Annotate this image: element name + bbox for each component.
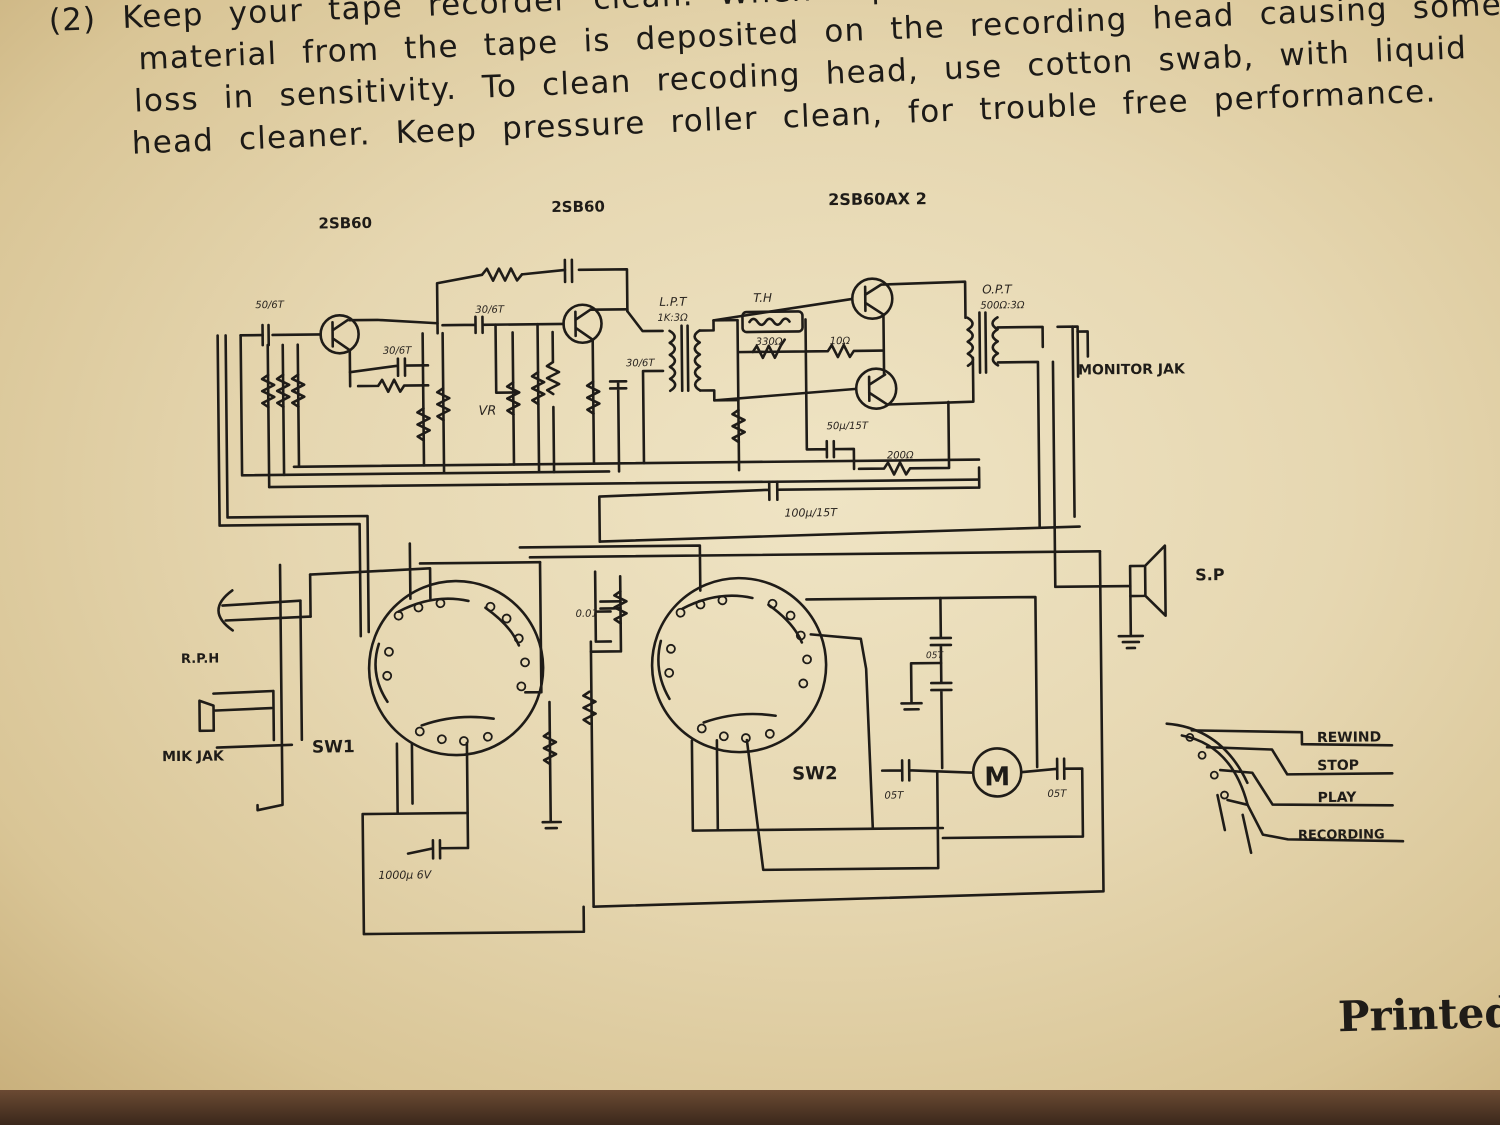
cap-label-5: 50μ/15T [827,421,869,432]
cap-label-1: 50/6T [255,300,285,311]
mode-recording: RECORDING [1298,827,1385,843]
supply-bus [267,478,981,489]
feedback-resistor [480,267,524,282]
monitor-jack-label: MONITOR JAK [1078,361,1186,378]
ground-symbol-sp [1117,594,1145,650]
mode-play: PLAY [1317,790,1357,806]
lpt-label: L.P.T [659,295,688,309]
cap-label-10: 05T [1047,789,1067,800]
cap-label-8: 05T [926,651,945,661]
switch-sw1 [367,579,545,757]
r200-label: 200Ω [887,450,914,461]
vr-label: VR [478,404,496,419]
speaker-icon [1128,544,1167,617]
mode-stop: STOP [1317,758,1359,774]
sw2-label: SW2 [792,763,838,784]
feedback-capacitor [563,258,574,284]
cap-label-2: 30/6T [383,346,413,357]
transistor-label-1: 2SB60 [318,214,372,233]
circuit-schematic: 2SB60 2SB60 2SB60AX 2 50/6T [162,189,1405,936]
lpt-value: 1K:3Ω [657,313,688,324]
ground-bus [239,334,611,477]
manual-page: (2)Keep your tape recorder clean. When t… [0,0,1500,1095]
opt-label: O.P.T [982,282,1013,296]
mid-bus [292,458,981,469]
speaker-label: S.P [1195,565,1225,584]
rph-label: R.P.H [181,652,219,667]
cap-001-label: 0.01 [576,609,598,620]
cap-label-9: 05T [884,790,904,801]
opt-value: 500Ω:3Ω [980,300,1025,311]
lpt-secondary [693,329,702,392]
sw1-label: SW1 [312,737,355,757]
printed-footer: Printed [1337,987,1500,1042]
opt-secondary [991,316,1000,367]
opt-primary [966,316,975,368]
switch-sw2 [650,576,828,754]
transistor-q4 [854,367,898,410]
cap-label-7: 1000μ 6V [378,868,433,882]
transistor-label-2: 2SB60 [551,198,605,217]
input-capacitor [261,323,271,347]
cap-label-4: 30/6T [626,358,656,369]
mode-rewind: REWIND [1317,729,1382,746]
th-label: T.H [753,291,772,305]
motor-label: M [984,762,1010,792]
mic-jack-label: MIK JAK [162,749,225,766]
transistor-label-3: 2SB60AX 2 [828,189,927,209]
cap-label-6: 100μ/15T [784,506,838,520]
r10-label: 10Ω [830,336,851,347]
mic-jack-icon [198,689,275,733]
table-edge [0,1090,1500,1125]
transistor-q2 [562,303,603,345]
lpt-primary [668,329,677,393]
r330-label: 330Ω [756,337,783,348]
rph-jack-icon [217,589,312,632]
cap-label-3: 30/6T [475,305,505,316]
